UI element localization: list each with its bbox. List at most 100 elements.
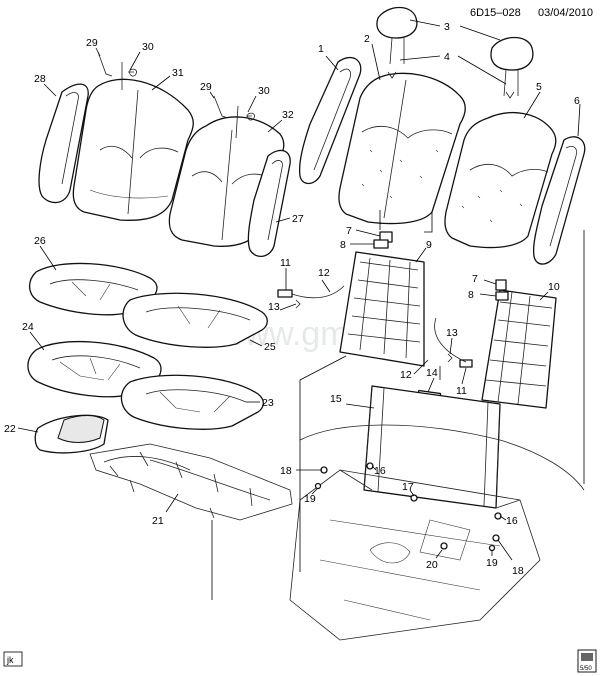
svg-text:24: 24 — [22, 321, 34, 333]
callout-11-left: 11 — [280, 257, 291, 290]
part-1-side-bolster — [298, 57, 362, 185]
svg-text:32: 32 — [282, 109, 294, 121]
part-23-seat-cushion-pad — [120, 374, 264, 430]
part-22-trim-block — [34, 414, 109, 454]
part-28-side-bolster — [38, 83, 89, 204]
part-11-release-handle-right — [459, 359, 473, 368]
svg-text:16: 16 — [506, 515, 518, 527]
part-20-clip — [440, 542, 448, 550]
callout-19-right: 19 — [486, 550, 498, 569]
part-21-cushion-wire-frame — [89, 443, 293, 521]
svg-text:20: 20 — [426, 559, 438, 571]
callout-28: 28 — [34, 73, 57, 97]
part-9-seatback-frame-left — [339, 251, 425, 367]
svg-text:30: 30 — [142, 41, 154, 53]
part-7-latch-right — [495, 279, 507, 291]
callout-7-left: 7 — [346, 225, 381, 237]
part-13-clip-left — [295, 299, 301, 309]
callout-13-left: 13 — [268, 301, 297, 313]
callout-7-right: 7 — [472, 273, 497, 285]
part-30-clip-right — [235, 105, 255, 139]
svg-text:18: 18 — [512, 565, 524, 577]
callout-8-right: 8 — [468, 289, 497, 301]
part-25-seat-cushion-cover — [122, 292, 268, 348]
callout-6: 6 — [574, 95, 581, 137]
callout-17: 17 — [402, 481, 415, 497]
part-18-nut-right — [492, 534, 500, 542]
svg-text:27: 27 — [292, 213, 304, 225]
callout-25: 25 — [249, 339, 276, 353]
part-16-bolt-right — [494, 512, 502, 520]
callout-30-left: 30 — [129, 41, 154, 71]
callout-29-left: 29 — [86, 37, 101, 57]
svg-text:9: 9 — [426, 239, 432, 251]
svg-text:4: 4 — [444, 51, 450, 63]
callout-30-right: 30 — [247, 85, 270, 113]
callout-32: 32 — [267, 109, 294, 133]
callout-9: 9 — [415, 239, 432, 263]
svg-text:26: 26 — [34, 235, 46, 247]
svg-text:5/50: 5/50 — [580, 666, 592, 672]
part-29-clip-left — [97, 51, 113, 77]
svg-text:22: 22 — [4, 423, 16, 435]
svg-text:17: 17 — [402, 481, 414, 493]
part-27-side-bolster — [247, 149, 291, 257]
callout-8-left: 8 — [340, 239, 374, 251]
svg-text:jk: jk — [6, 655, 14, 665]
svg-text:3: 3 — [444, 21, 450, 33]
svg-text:25: 25 — [264, 341, 276, 353]
callout-14: 14 — [426, 367, 438, 393]
callout-11-right: 11 — [456, 367, 467, 397]
svg-text:8: 8 — [468, 289, 474, 301]
part-29-clip-right — [213, 95, 229, 119]
callout-23: 23 — [246, 397, 274, 409]
svg-text:29: 29 — [86, 37, 98, 49]
svg-text:12: 12 — [318, 267, 330, 279]
callout-29-right: 29 — [200, 81, 215, 99]
callout-26: 26 — [34, 235, 57, 271]
callout-21: 21 — [152, 493, 179, 527]
svg-text:7: 7 — [472, 273, 478, 285]
svg-text:21: 21 — [152, 515, 164, 527]
callout-3: 3 — [409, 19, 501, 41]
svg-text:16: 16 — [374, 465, 386, 477]
callout-5: 5 — [523, 81, 542, 119]
svg-text:6: 6 — [574, 95, 580, 107]
part-31-seatback-cover-left — [72, 78, 194, 221]
callout-15: 15 — [330, 393, 375, 409]
part-8-latch-bracket-left — [373, 239, 389, 249]
svg-text:30: 30 — [258, 85, 270, 97]
svg-text:1: 1 — [318, 43, 324, 55]
part-13-clip-right — [447, 353, 453, 363]
callout-10: 10 — [539, 281, 560, 301]
svg-text:12: 12 — [400, 369, 412, 381]
svg-text:11: 11 — [456, 385, 467, 397]
callout-4: 4 — [399, 51, 507, 85]
part-12-release-cable-right — [434, 317, 467, 363]
part-17-bolt — [410, 494, 418, 502]
svg-text:13: 13 — [268, 301, 280, 313]
svg-text:10: 10 — [548, 281, 560, 293]
part-19-washer-left — [314, 482, 322, 490]
svg-text:11: 11 — [280, 257, 291, 269]
callout-13-right: 13 — [446, 327, 458, 355]
callout-12-left: 12 — [318, 267, 331, 293]
diagram-date: 03/04/2010 — [538, 7, 593, 19]
part-19-washer-right — [488, 544, 496, 552]
part-15-center-frame — [363, 385, 501, 509]
callout-16-right: 16 — [499, 515, 518, 527]
callout-16-left: 16 — [371, 465, 386, 477]
part-6-side-bolster — [532, 136, 586, 265]
svg-text:28: 28 — [34, 73, 46, 85]
part-10-seatback-frame-right — [481, 289, 557, 409]
part-2-seatback-pad-left — [338, 72, 466, 225]
svg-text:19: 19 — [486, 557, 498, 569]
svg-text:18: 18 — [280, 465, 292, 477]
vehicle-floor-pan — [289, 424, 585, 641]
part-12-release-cable-left — [291, 285, 345, 299]
svg-text:5: 5 — [536, 81, 542, 93]
callout-19-left: 19 — [304, 487, 319, 505]
part-8-latch-bracket-right — [495, 291, 509, 301]
svg-text:13: 13 — [446, 327, 458, 339]
